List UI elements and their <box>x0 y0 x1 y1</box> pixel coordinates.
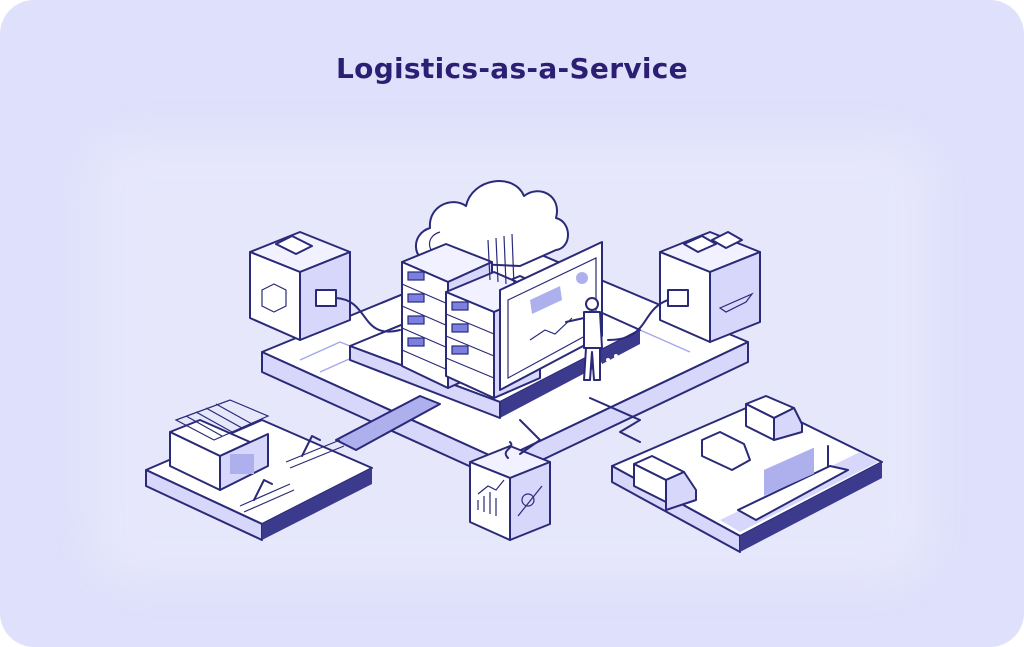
warehouse-module-cube <box>249 231 401 341</box>
analytics-module-cube <box>469 441 551 541</box>
analyst-person-icon <box>565 297 603 381</box>
data-pipe <box>519 419 541 455</box>
page-title: Logistics-as-a-Service <box>336 52 688 85</box>
connector-bridge <box>335 395 441 451</box>
delivery-van-icon <box>701 431 751 471</box>
fulfillment-platform <box>145 399 373 541</box>
container-truck-icon <box>633 455 697 511</box>
box-truck-icon <box>745 395 803 441</box>
transport-module-cube <box>607 231 761 343</box>
data-pipe <box>589 397 641 443</box>
container-ship-icon <box>737 445 849 521</box>
fleet-platform <box>611 395 883 553</box>
